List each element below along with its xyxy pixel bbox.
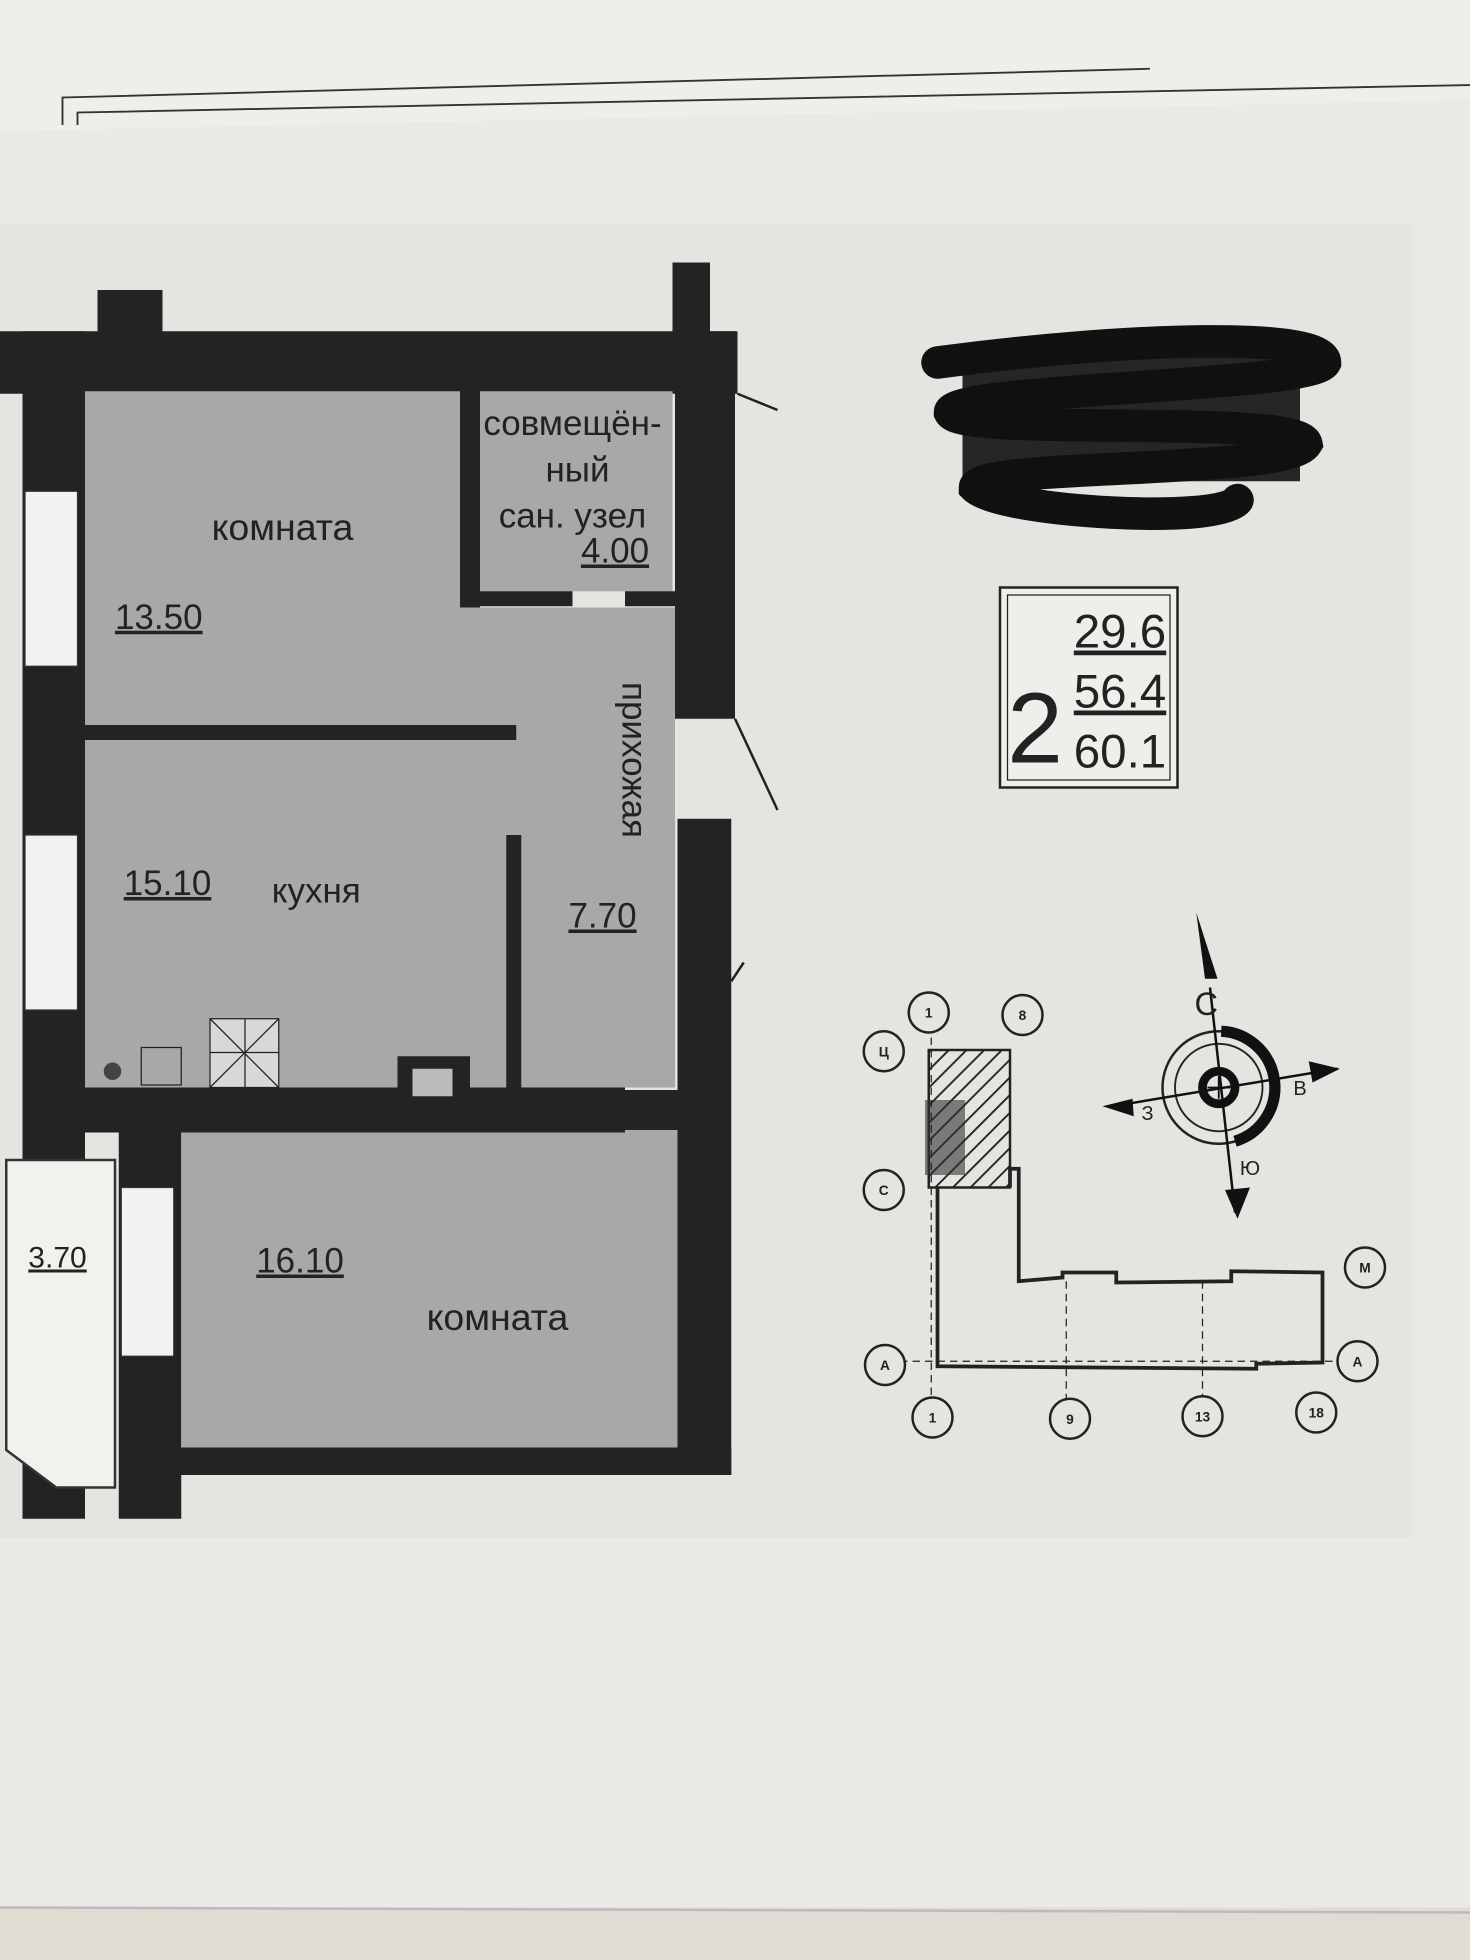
window xyxy=(24,490,79,667)
north-arrow-icon xyxy=(1196,912,1218,979)
stove-lines xyxy=(209,1018,280,1088)
window xyxy=(24,834,79,1011)
door-swing xyxy=(737,392,778,412)
door-swing xyxy=(733,718,779,811)
south-arrow-icon xyxy=(1225,1187,1250,1219)
rooms-count: 2 xyxy=(1007,673,1063,785)
wall-bath xyxy=(460,591,573,607)
kitchen xyxy=(85,740,508,1088)
axis-label: 1 xyxy=(929,1411,937,1426)
bathroom-label-line2: ный xyxy=(545,450,609,489)
wall-right-lower xyxy=(677,818,732,1475)
upper-sheet-border xyxy=(61,67,1151,125)
total-area: 56.4 xyxy=(1074,666,1166,719)
balcony-area: 3.70 xyxy=(28,1242,86,1275)
room-2-label: комната xyxy=(427,1296,569,1338)
kitchen-area: 15.10 xyxy=(124,864,212,903)
table-surface xyxy=(0,1907,1470,1960)
compass-south-label: Ю xyxy=(1240,1158,1260,1180)
apartment-plan: комната 13.50 кухня 15.10 комната 16.10 … xyxy=(0,262,779,1519)
wall-bottom xyxy=(175,1447,732,1475)
compass-west-label: З xyxy=(1141,1103,1153,1125)
wall-room-kitchen xyxy=(85,725,517,740)
room-2 xyxy=(181,1132,678,1448)
hallway-label: прихожая xyxy=(615,682,654,838)
gas-icon xyxy=(103,1062,122,1080)
living-area: 29.6 xyxy=(1074,606,1166,659)
axis-label: 9 xyxy=(1066,1412,1074,1427)
axis-label: А xyxy=(1353,1354,1363,1369)
compass-north-label: С xyxy=(1195,986,1218,1022)
wall-kitchen-bottom xyxy=(75,1087,625,1133)
area-summary-box: 2 29.6 56.4 60.1 xyxy=(998,586,1179,789)
wall-stub xyxy=(622,1090,682,1130)
room-2-area: 16.10 xyxy=(256,1242,344,1281)
room-1-area: 13.50 xyxy=(115,598,203,637)
duct-inner xyxy=(412,1068,453,1097)
axis-label: 18 xyxy=(1309,1406,1325,1421)
balcony xyxy=(5,1158,117,1489)
bathroom-label-line3: сан. узел xyxy=(499,497,647,536)
total-with-balcony: 60.1 xyxy=(1074,726,1166,779)
west-arrow-icon xyxy=(1102,1098,1134,1117)
bathroom xyxy=(480,391,673,592)
wall-right-upper xyxy=(675,331,735,719)
building-outline xyxy=(935,1166,1325,1371)
axis-label: 13 xyxy=(1195,1409,1211,1424)
compass-east-label: В xyxy=(1293,1078,1306,1100)
axis-label: А xyxy=(880,1358,890,1373)
wall-kitchen-hall xyxy=(506,835,522,1088)
axis-label: 1 xyxy=(925,1006,933,1021)
key-plan: 1 8 Ц С А 1 9 13 18 М А xyxy=(862,991,1387,1440)
door-swing xyxy=(730,961,745,982)
kitchen-label: кухня xyxy=(272,872,361,911)
bathroom-area: 4.00 xyxy=(581,532,649,571)
hallway-area: 7.70 xyxy=(568,897,636,936)
bathroom-label-line1: совмещён- xyxy=(483,404,661,443)
window xyxy=(120,1186,175,1357)
sink-icon xyxy=(140,1046,182,1086)
wall-top xyxy=(0,331,738,394)
wall-bath xyxy=(625,591,675,607)
room-1-label: комната xyxy=(212,506,354,548)
sheet-edge xyxy=(0,1906,1470,1914)
axis-label: С xyxy=(879,1183,889,1198)
wall-stub xyxy=(97,290,163,340)
compass-rose: С В З Ю xyxy=(1102,912,1340,1219)
room-1-lower xyxy=(85,607,460,725)
upper-sheet-border-inner xyxy=(76,84,1470,125)
hall-continuation xyxy=(625,1130,678,1448)
axis-label: Ц xyxy=(879,1044,889,1059)
axis-label: 8 xyxy=(1019,1008,1027,1023)
east-arrow-icon xyxy=(1308,1061,1340,1083)
redaction-scribble xyxy=(921,325,1342,530)
wall-bath xyxy=(460,391,480,608)
axis-label: М xyxy=(1359,1261,1370,1276)
